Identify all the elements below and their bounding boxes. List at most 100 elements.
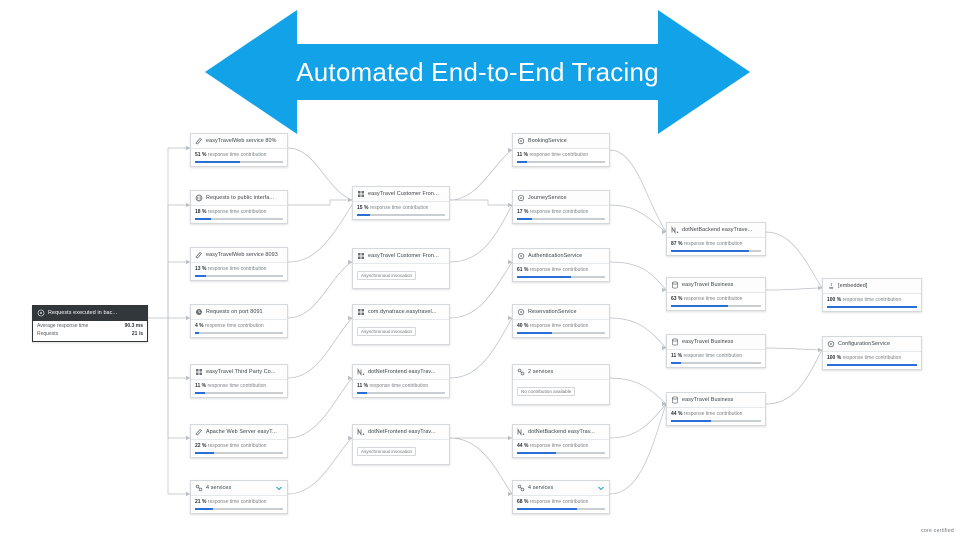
- node-body: Asynchronous invocation: [353, 440, 449, 464]
- node-metric-value: 21 %: [195, 498, 207, 505]
- node-metric: 11 % response time contribution: [357, 383, 445, 390]
- chevron-down-icon[interactable]: [275, 484, 283, 492]
- node-contribution-bar: [671, 304, 761, 307]
- node-contribution-bar-fill: [671, 304, 728, 307]
- node-contribution-bar-fill: [671, 361, 681, 364]
- root-node[interactable]: Requests executed in bac... Average resp…: [32, 305, 148, 342]
- node-body: 18 % response time contribution: [191, 206, 287, 223]
- globe-icon: [195, 194, 203, 202]
- node-title: 4 services: [206, 485, 232, 491]
- node-metric-value: 11 %: [671, 352, 683, 359]
- node-body: 11 % response time contribution: [353, 380, 449, 397]
- node-contribution-bar-fill: [517, 160, 527, 163]
- node-body: 13 % response time contribution: [191, 263, 287, 280]
- node-header: 2 services: [513, 365, 609, 380]
- n-embedded[interactable]: [embedded]100 % response time contributi…: [822, 278, 922, 313]
- watermark-text: core certified: [921, 528, 954, 534]
- service-icon: [37, 309, 45, 317]
- node-contribution-bar: [195, 217, 283, 220]
- node-contribution-bar: [517, 331, 605, 334]
- node-title: Requests on port 8091: [206, 309, 263, 315]
- services-group-icon: [517, 368, 525, 376]
- node-body: Asynchronous invocation: [353, 320, 449, 344]
- node-title: easyTravel Third Party Co...: [206, 369, 276, 375]
- dotnet-icon: [671, 226, 679, 234]
- node-tag: Asynchronous invocation: [357, 446, 417, 456]
- node-metric-value: 44 %: [517, 442, 529, 449]
- node-contribution-bar-fill: [357, 213, 371, 216]
- node-metric-label: response time contribution: [205, 322, 264, 329]
- node-body: 51 % response time contribution: [191, 149, 287, 166]
- n-com-dynatrace-easytravel[interactable]: com.dynatrace.easytravel... Asynchronous …: [352, 304, 450, 345]
- node-header: 4 services: [513, 481, 609, 496]
- node-contribution-bar-fill: [195, 274, 207, 277]
- node-header: easyTravelWeb service 80%: [191, 134, 287, 149]
- node-title: dotNetFrontend easyTrav...: [368, 429, 436, 435]
- node-contribution-bar: [357, 213, 445, 216]
- node-metric: 15 % response time contribution: [357, 205, 445, 212]
- node-metric: 11 % response time contribution: [195, 383, 283, 390]
- node-metric: 100 % response time contribution: [827, 297, 917, 304]
- node-header: Requests to public interfa...: [191, 191, 287, 206]
- node-metric-value: 22 %: [195, 442, 207, 449]
- node-metric-label: response time contribution: [529, 442, 589, 449]
- node-title: Requests to public interfa...: [206, 195, 275, 201]
- node-metric-label: response time contribution: [207, 151, 267, 158]
- services-group-icon: [517, 484, 525, 492]
- n-easytravel-customer-front-1[interactable]: easyTravel Customer Fron...15 % response…: [352, 186, 450, 221]
- node-body: 100 % response time contribution: [823, 352, 921, 369]
- n-dotnetfrontend-easytravel-2[interactable]: dotNetFrontend easyTrav... Asynchronous i…: [352, 424, 450, 465]
- node-title: com.dynatrace.easytravel...: [368, 309, 437, 315]
- node-title: dotNetBackend easyTrav...: [528, 429, 595, 435]
- node-metric-value: 87 %: [671, 240, 683, 247]
- n-easytravel-third-party[interactable]: easyTravel Third Party Co... 11 % respons…: [190, 364, 288, 399]
- node-metric-label: response time contribution: [529, 266, 589, 273]
- node-metric: 13 % response time contribution: [195, 266, 283, 273]
- node-metric-label: response time contribution: [683, 352, 743, 359]
- n-dotnetbackend-easytravel-col4[interactable]: dotNetBackend easyTrave...87 % response …: [666, 222, 766, 257]
- node-metric: 22 % response time contribution: [195, 443, 283, 450]
- node-contribution-bar-fill: [517, 507, 577, 510]
- node-body: 11 % response time contribution: [513, 149, 609, 166]
- node-contribution-bar: [517, 451, 605, 454]
- n-apache-web-server[interactable]: Apache Web Server easyT...22 % response …: [190, 424, 288, 459]
- node-contribution-bar-fill: [195, 217, 211, 220]
- node-body: 68 % response time contribution: [513, 496, 609, 513]
- n-easytravel-customer-front-2[interactable]: easyTravel Customer Fron...Asynchronous …: [352, 248, 450, 289]
- node-header: JourneyService: [513, 191, 609, 206]
- node-metric-value: 51 %: [195, 151, 207, 158]
- node-body: 11 % response time contribution: [191, 380, 287, 397]
- title-banner: Automated End-to-End Tracing: [205, 4, 750, 140]
- node-contribution-bar: [517, 217, 605, 220]
- node-title: dotNetFrontend easyTrav...: [368, 369, 436, 375]
- node-metric-label: response time contribution: [369, 382, 429, 389]
- banner-arrow-shape: [205, 10, 750, 134]
- n-easytravelweb-80[interactable]: easyTravelWeb service 80%51 % response t…: [190, 133, 288, 168]
- n-requests-public-iface[interactable]: Requests to public interfa... 18 % respon…: [190, 190, 288, 225]
- node-metric: 11 % response time contribution: [671, 353, 761, 360]
- root-metric-key: Requests: [37, 330, 59, 337]
- process-icon: [357, 252, 365, 260]
- node-metric: 11 % response time contribution: [517, 152, 605, 159]
- node-metric: 18 % response time contribution: [195, 209, 283, 216]
- root-node-body: Average response time 90.3 ms Requests 2…: [33, 321, 147, 341]
- n-dotnetfrontend-easytravel-1[interactable]: dotNetFrontend easyTrav... 11 % response …: [352, 364, 450, 399]
- services-group-icon: [195, 484, 203, 492]
- node-metric-label: response time contribution: [683, 295, 743, 302]
- chevron-down-icon[interactable]: [597, 484, 605, 492]
- node-contribution-bar-fill: [517, 451, 556, 454]
- n-dotnetbackend-easytravel-col3[interactable]: dotNetBackend easyTrav... 44 % response t…: [512, 424, 610, 459]
